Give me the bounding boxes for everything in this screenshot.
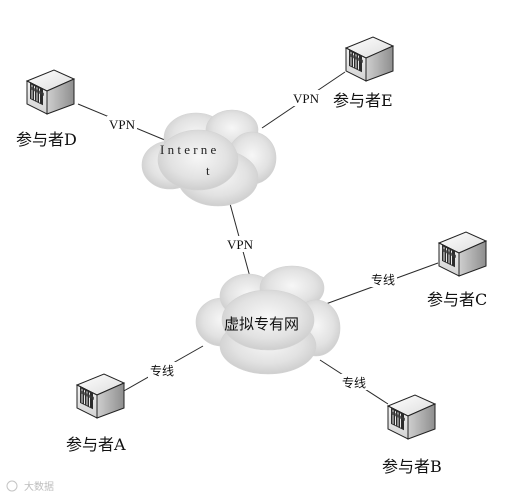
- c-line-bg: [369, 271, 397, 287]
- d-vpn-label: VPN: [109, 117, 136, 132]
- internet-private-vpn-label: VPN: [227, 237, 254, 252]
- b-line-bg: [340, 374, 368, 390]
- internet-label-line1: I n t e r n e: [160, 142, 217, 157]
- private-network-label: 虚拟专有网: [224, 315, 299, 333]
- participant-b-label: 参与者B: [382, 457, 442, 476]
- participant-d-label: 参与者D: [16, 130, 77, 149]
- participant-b: 参与者B: [382, 394, 442, 476]
- c-line-label: 专线: [371, 272, 395, 287]
- participant-a-label: 参与者A: [66, 435, 126, 454]
- d-vpn-bg: [107, 116, 137, 132]
- b-line-label: 专线: [342, 375, 366, 390]
- link-labels: VPN VPN VPN 专线 专线 专线: [107, 90, 397, 390]
- server-icon: [345, 36, 395, 82]
- server-icon: [438, 231, 488, 277]
- participant-c-label: 参与者C: [427, 290, 487, 309]
- participant-e: 参与者E: [333, 36, 395, 110]
- watermark-logo-icon: [6, 480, 18, 492]
- e-vpn-label: VPN: [293, 91, 320, 106]
- internet-label-line2: t: [206, 163, 210, 178]
- participant-e-label: 参与者E: [333, 91, 393, 110]
- e-vpn-bg: [292, 90, 322, 106]
- server-icon: [76, 373, 126, 419]
- a-line-label: 专线: [150, 363, 174, 378]
- participant-c: 参与者C: [427, 231, 488, 309]
- participant-a: 参与者A: [66, 373, 126, 454]
- server-icon: [26, 69, 76, 115]
- watermark: 大数据: [6, 480, 54, 493]
- participant-d: 参与者D: [16, 69, 77, 149]
- mid-vpn-bg: [226, 236, 256, 252]
- internet-cloud: I n t e r n e t: [141, 109, 277, 207]
- private-network-cloud: 虚拟专有网: [195, 265, 341, 375]
- watermark-text: 大数据: [24, 480, 54, 493]
- a-line-bg: [148, 362, 176, 378]
- server-icon: [387, 394, 437, 440]
